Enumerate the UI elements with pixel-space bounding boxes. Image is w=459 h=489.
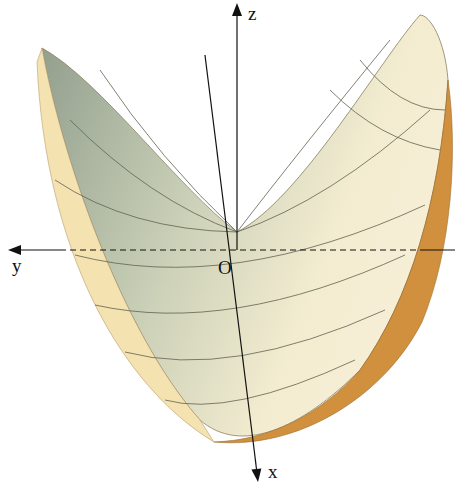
surface-grid	[55, 40, 445, 404]
origin-label: O	[216, 258, 234, 277]
x-axis	[205, 55, 257, 469]
axis-label: y	[10, 256, 24, 275]
y-axis-hidden	[60, 250, 420, 251]
saddle-left-face	[37, 48, 214, 442]
grid-line	[330, 90, 440, 150]
arrowhead	[251, 468, 261, 482]
grid-line	[75, 205, 425, 267]
grid-line	[95, 255, 405, 313]
grid-line	[360, 60, 445, 110]
grid-line	[237, 110, 430, 232]
z-axis	[236, 14, 237, 250]
arrowhead	[232, 3, 242, 16]
grid-line	[70, 120, 237, 232]
grid-line	[125, 310, 385, 360]
y-axis	[20, 249, 60, 250]
axis-label: x	[266, 462, 280, 481]
y-axis	[420, 249, 455, 250]
axes	[20, 14, 455, 469]
arrowhead	[8, 245, 21, 255]
grid-line	[165, 360, 355, 404]
axis-label: z	[246, 4, 258, 23]
grid-line	[55, 180, 237, 232]
